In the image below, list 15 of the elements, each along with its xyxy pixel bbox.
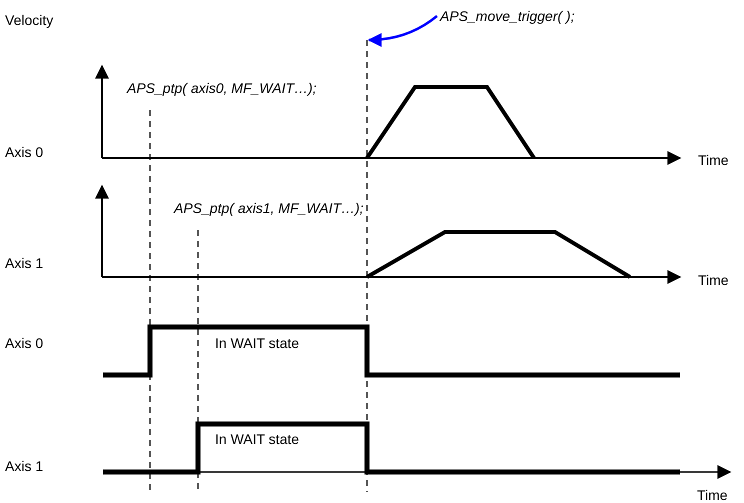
arrow [368,15,438,47]
axis-label: Axis 1 [5,255,44,272]
axis-label: Time [698,152,729,169]
axis-label: Axis 0 [5,144,44,161]
axis-label: Axis 1 [5,458,44,475]
state-label: In WAIT state [215,335,300,352]
state-label: In WAIT state [215,431,300,448]
axis-label: Time [697,487,728,503]
function-call-label: APS_ptp( axis0, MF_WAIT…); [127,80,317,97]
function-call-label: APS_move_trigger( ); [440,8,575,25]
axis-label: Axis 0 [5,335,44,352]
axis-label: Velocity [5,12,54,29]
axis-label: Time [698,272,729,289]
function-call-label: APS_ptp( axis1, MF_WAIT…); [174,200,364,217]
dashed-guide-line [366,40,368,130]
